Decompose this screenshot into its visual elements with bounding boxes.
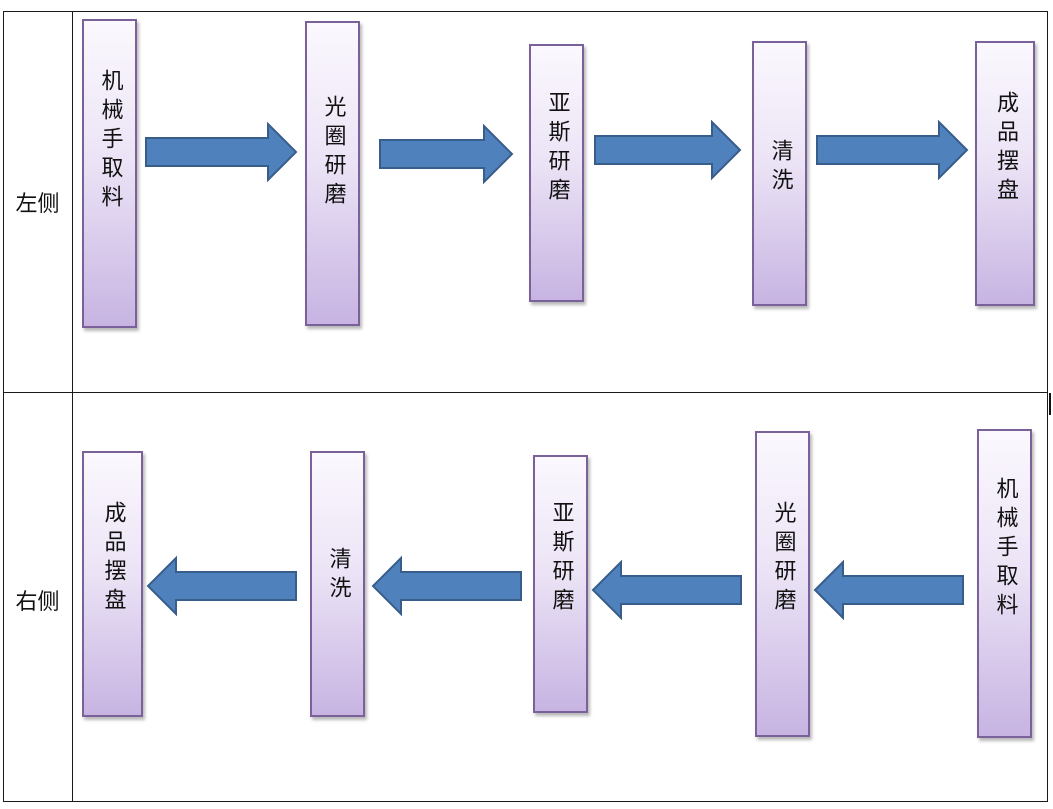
- step-label: 光圈研磨: [320, 95, 346, 211]
- step-box-left-1: 机械手取料: [82, 19, 137, 328]
- step-box-left-4: 清洗: [752, 41, 807, 306]
- step-label: 成品摆盘: [100, 501, 126, 617]
- arrow-right-icon: [145, 121, 298, 183]
- row-divider: [3, 392, 1048, 393]
- arrow-left-icon: [371, 555, 522, 617]
- row-label-left: 左侧: [15, 192, 60, 217]
- arrow-left-icon: [813, 559, 964, 621]
- step-box-right-3: 亚斯研磨: [533, 455, 588, 713]
- step-box-right-5: 机械手取料: [977, 429, 1032, 738]
- step-box-right-1: 成品摆盘: [82, 451, 143, 717]
- arrow-left-icon: [146, 555, 297, 617]
- column-divider: [72, 11, 73, 802]
- arrow-right-icon: [379, 123, 514, 185]
- step-box-left-5: 成品摆盘: [975, 41, 1035, 306]
- arrow-right-icon: [816, 119, 969, 181]
- text-cursor: [1049, 393, 1051, 415]
- step-box-left-3: 亚斯研磨: [529, 44, 584, 302]
- step-label: 成品摆盘: [993, 91, 1018, 207]
- step-box-right-2: 清洗: [310, 451, 365, 717]
- step-label: 光圈研磨: [770, 501, 796, 617]
- step-label: 亚斯研磨: [548, 501, 574, 617]
- step-box-right-4: 光圈研磨: [755, 431, 810, 737]
- row-label-right: 右侧: [15, 590, 60, 615]
- table-frame: [3, 11, 1048, 802]
- arrow-left-icon: [591, 559, 742, 621]
- step-label: 清洗: [325, 547, 351, 605]
- step-label: 机械手取料: [992, 477, 1018, 622]
- step-label: 机械手取料: [97, 69, 123, 214]
- step-box-left-2: 光圈研磨: [305, 21, 360, 326]
- step-label: 亚斯研磨: [544, 91, 570, 207]
- arrow-right-icon: [594, 119, 742, 181]
- step-label: 清洗: [767, 139, 793, 197]
